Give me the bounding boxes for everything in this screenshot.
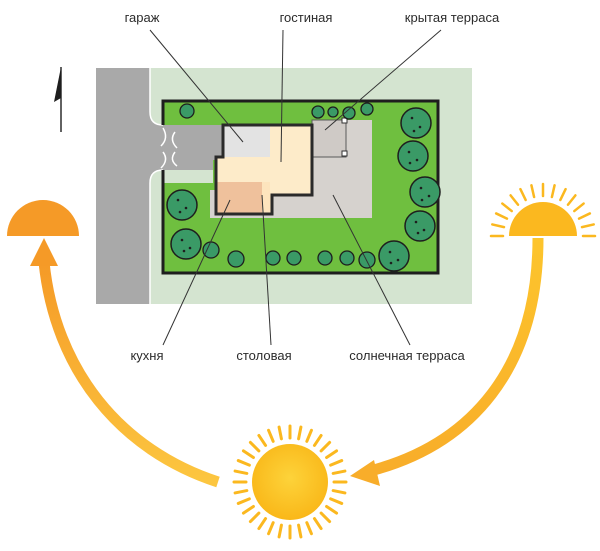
sun-ray bbox=[580, 223, 595, 229]
sun-ray bbox=[530, 184, 536, 199]
sun-ray bbox=[577, 212, 592, 220]
tree-texture bbox=[176, 116, 431, 265]
leader-lines bbox=[149, 29, 442, 346]
sun-ray bbox=[573, 202, 585, 213]
post-icon bbox=[341, 150, 348, 157]
sun-ray bbox=[494, 212, 509, 220]
label-covered-terrace: крытая терраса bbox=[405, 10, 500, 25]
kitchen-room bbox=[216, 182, 262, 214]
post-icon bbox=[341, 117, 348, 124]
north-arrow-icon bbox=[54, 67, 62, 132]
sun-ray bbox=[236, 497, 251, 505]
sun-ray bbox=[297, 523, 303, 539]
hall bbox=[216, 157, 270, 195]
sun-ray bbox=[297, 425, 303, 441]
sun-ray bbox=[277, 425, 283, 441]
sun-ray bbox=[312, 433, 323, 447]
sun-ray bbox=[319, 440, 332, 453]
sun-ray bbox=[509, 194, 520, 206]
sun-ray bbox=[248, 511, 261, 524]
sun-ray bbox=[329, 459, 344, 467]
living-room bbox=[270, 125, 312, 195]
label-dining-room: столовая bbox=[236, 348, 291, 363]
noon-sun-icon bbox=[232, 424, 348, 540]
sun-ray bbox=[233, 469, 249, 475]
sun-ray bbox=[241, 449, 255, 460]
sun-ray bbox=[519, 187, 527, 202]
sun-ray bbox=[267, 521, 275, 536]
house-outline bbox=[214, 123, 314, 216]
arrow-head-left-icon bbox=[350, 460, 380, 486]
gate-icon bbox=[160, 127, 178, 169]
sun-ray bbox=[331, 489, 347, 495]
sun-ray bbox=[329, 497, 344, 505]
road-curb bbox=[149, 111, 164, 184]
sun-ray bbox=[566, 194, 577, 206]
sun-ray bbox=[501, 202, 513, 213]
sun-ray bbox=[233, 489, 249, 495]
sun-path-arrow-left bbox=[38, 261, 220, 488]
sun-ray bbox=[277, 523, 283, 539]
sun-ray bbox=[248, 440, 261, 453]
sun-ray bbox=[325, 504, 339, 515]
evening-sun-icon bbox=[7, 200, 79, 236]
tree-icon bbox=[166, 107, 441, 272]
covered-terrace bbox=[311, 119, 347, 158]
label-kitchen: кухня bbox=[130, 348, 163, 363]
sun-ray bbox=[267, 428, 275, 443]
tree-icon bbox=[179, 102, 376, 269]
sun-ray bbox=[325, 449, 339, 460]
sun-ray bbox=[241, 504, 255, 515]
arrow-head-up-icon bbox=[30, 238, 58, 266]
garage-room bbox=[223, 125, 270, 157]
label-sun-terrace: солнечная терраса bbox=[349, 348, 465, 363]
sun-ray bbox=[236, 459, 251, 467]
sun-ray bbox=[305, 521, 313, 536]
sun-ray bbox=[331, 469, 347, 475]
road bbox=[96, 68, 163, 304]
sun-ray bbox=[257, 517, 268, 531]
sun-ray bbox=[305, 428, 313, 443]
sun-ray bbox=[559, 187, 567, 202]
sun-ray bbox=[550, 184, 556, 199]
dining-room bbox=[262, 182, 272, 214]
sun-ray bbox=[319, 511, 332, 524]
label-living-room: гостиная bbox=[280, 10, 333, 25]
sun-ray bbox=[257, 433, 268, 447]
sun-path-arrow-right bbox=[368, 237, 544, 477]
morning-sun-icon bbox=[489, 182, 597, 238]
label-garage: гараж bbox=[125, 10, 160, 25]
sun-ray bbox=[491, 223, 506, 229]
sun-ray bbox=[312, 517, 323, 531]
